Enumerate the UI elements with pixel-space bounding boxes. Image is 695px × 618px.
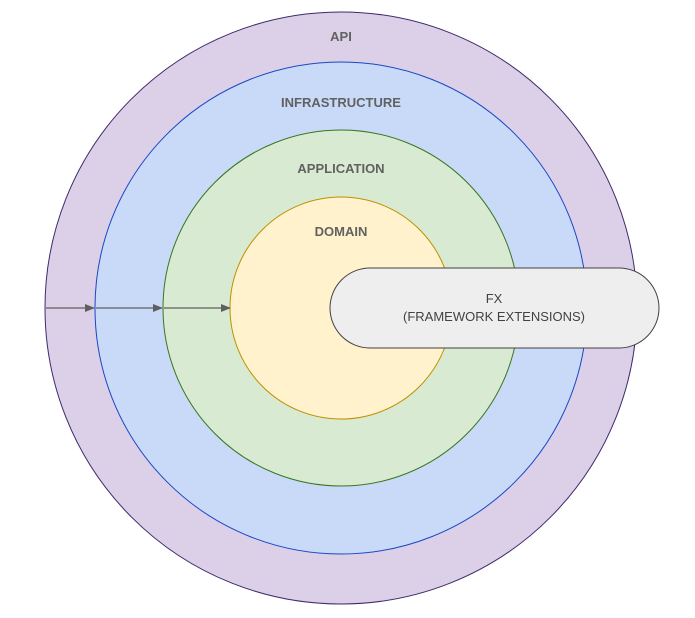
fx-framework-extensions-pill — [329, 267, 660, 349]
fx-label-line1: FX — [486, 291, 503, 306]
domain-layer-label: DOMAIN — [315, 224, 368, 239]
api-layer-label: API — [330, 29, 352, 44]
fx-label-line2: (FRAMEWORK EXTENSIONS) — [403, 309, 585, 324]
application-layer-label: APPLICATION — [297, 161, 384, 176]
infrastructure-layer-label: INFRASTRUCTURE — [281, 95, 401, 110]
